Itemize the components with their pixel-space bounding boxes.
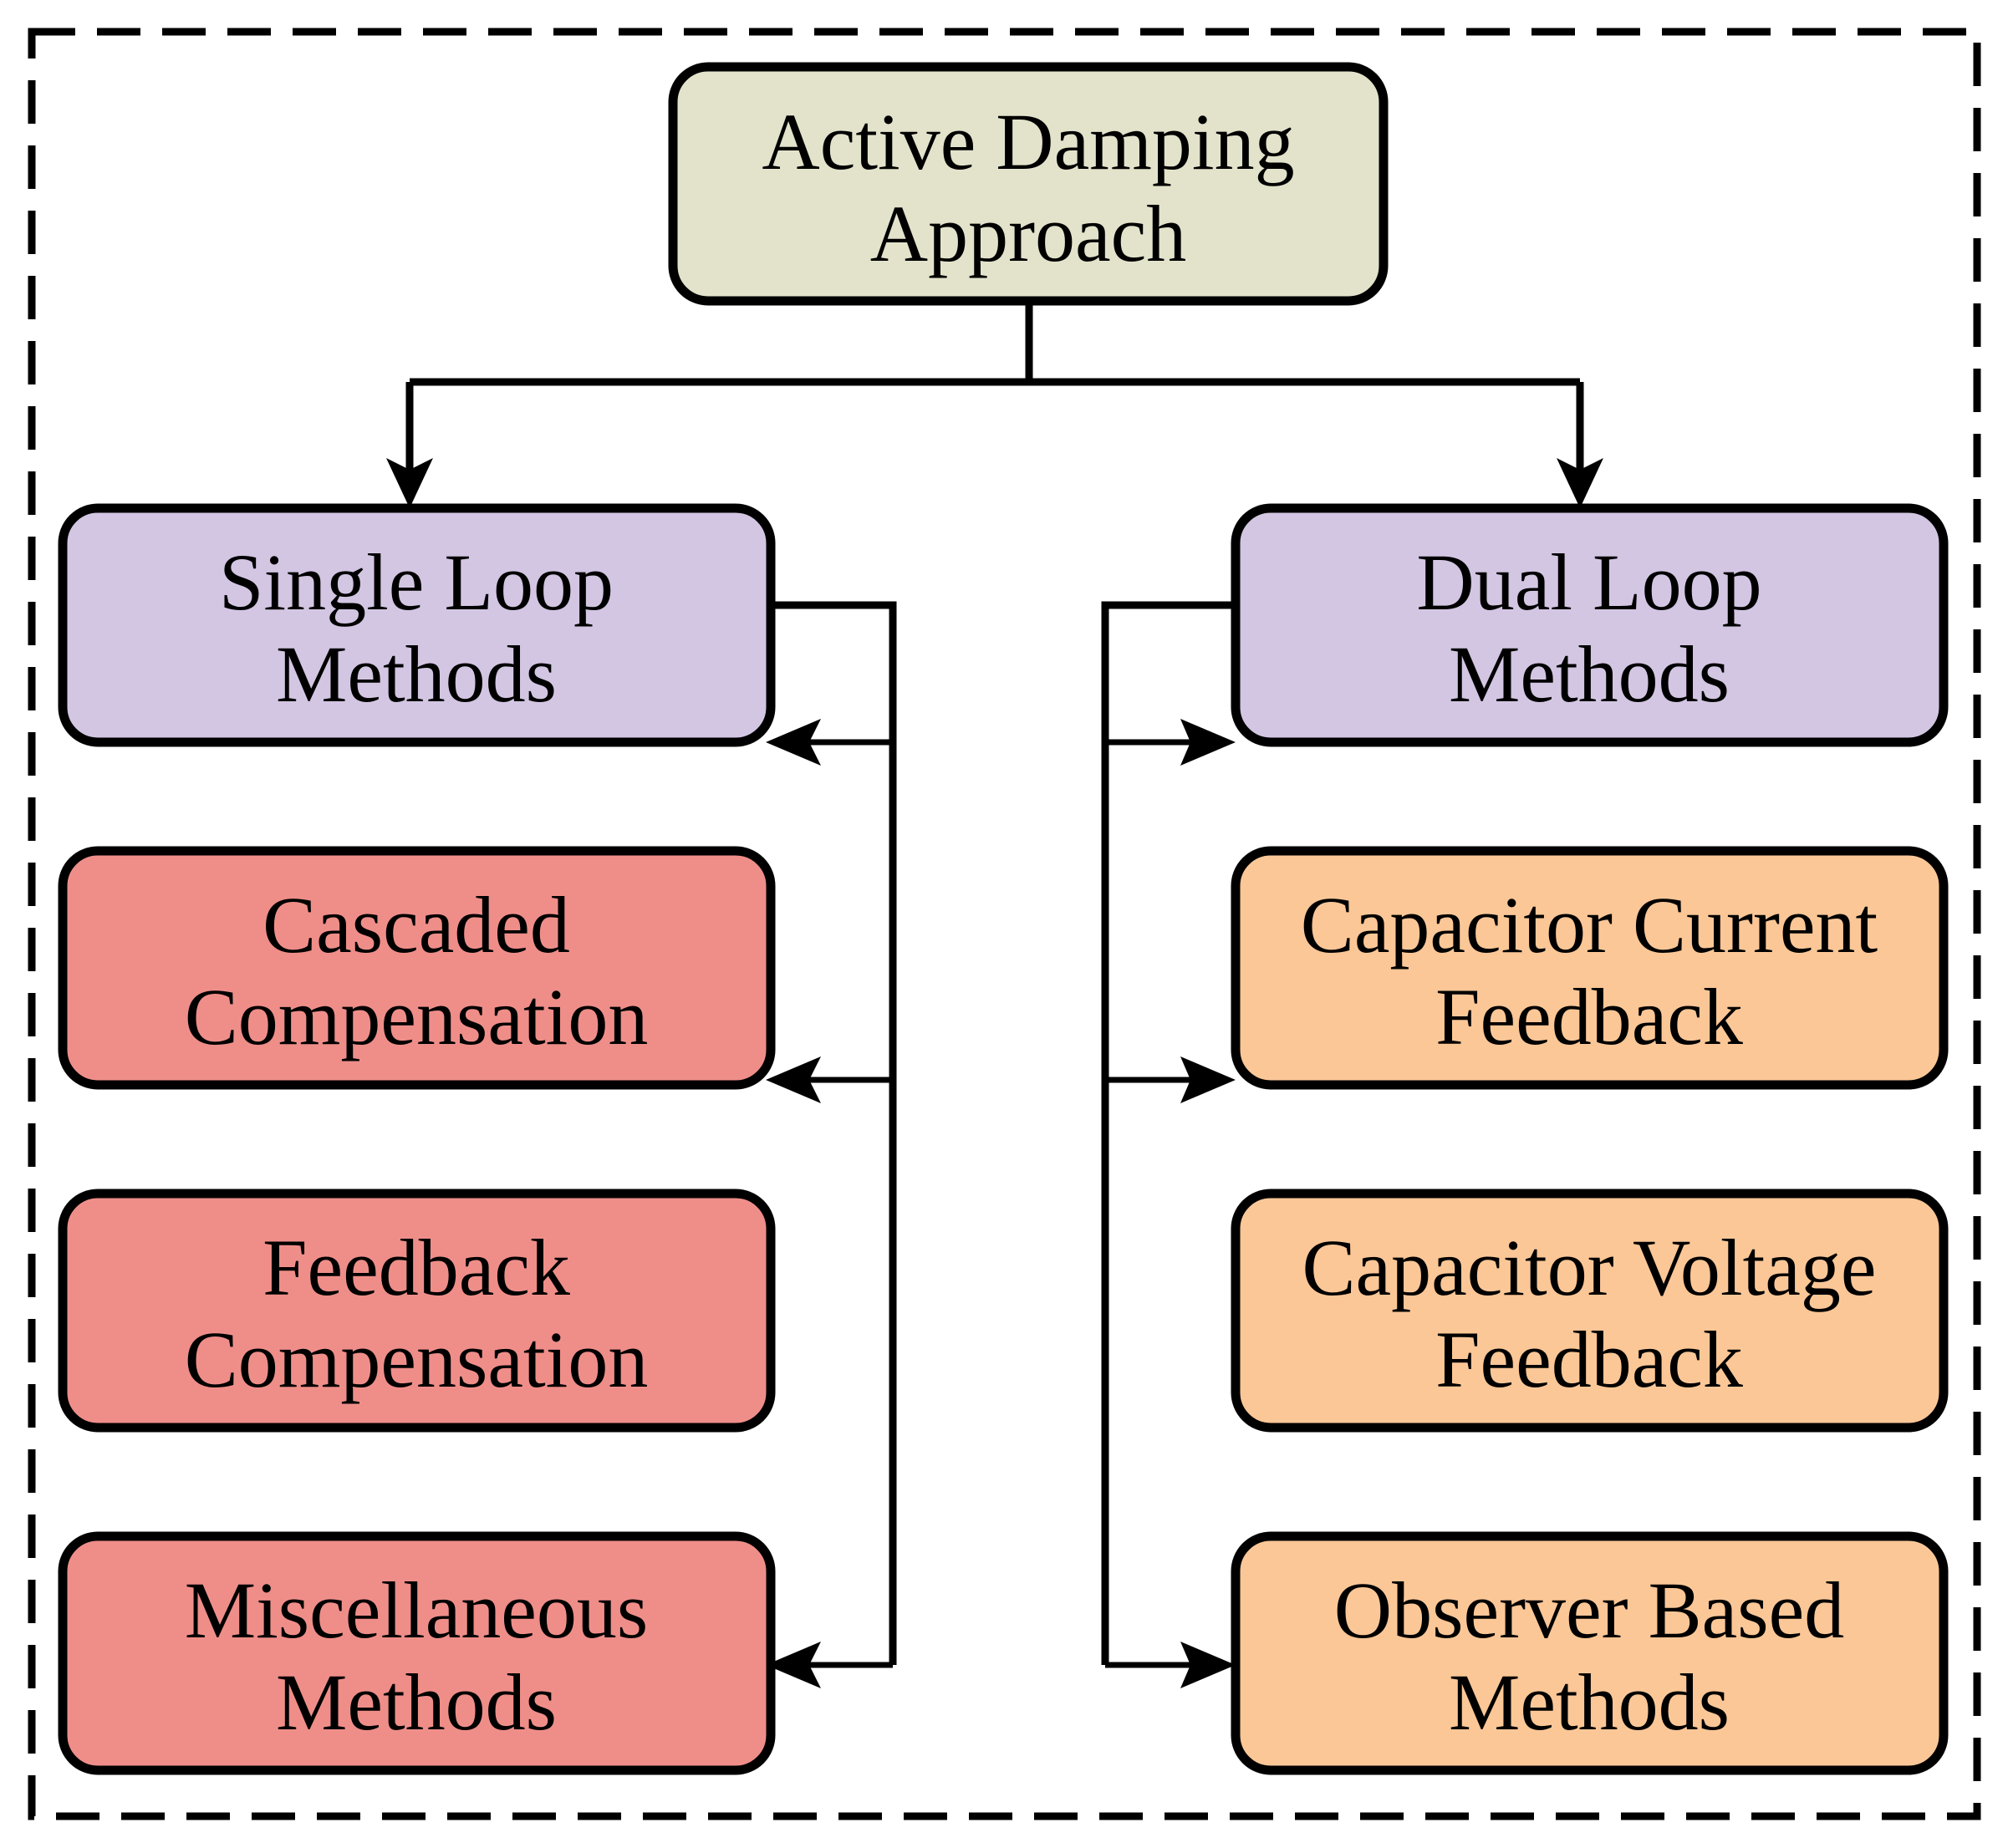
node-observer-based-methods-label-line1: Observer Based	[1334, 1565, 1844, 1655]
node-active-damping-approach-box[interactable]	[668, 62, 1389, 306]
node-capacitor-current-feedback-box[interactable]	[1231, 846, 1949, 1090]
node-capacitor-current-feedback-label-line2: Feedback	[1435, 972, 1743, 1061]
arrowhead-left-branch-3	[766, 1642, 821, 1688]
arrowhead-left-branch-2	[766, 1056, 821, 1103]
node-feedback-compensation-label-line2: Compensation	[185, 1315, 649, 1404]
edge-right-bus	[1101, 601, 1236, 1665]
node-miscellaneous-methods-label-line1: Miscellaneous	[185, 1565, 649, 1655]
arrowhead-root-to-single-loop	[386, 458, 433, 508]
arrowhead-right-branch-2	[1180, 1056, 1236, 1103]
node-capacitor-current-feedback[interactable]: Capacitor Current Feedback	[1231, 846, 1949, 1090]
node-dual-loop-methods-label-line2: Methods	[1449, 629, 1730, 719]
node-single-loop-methods-box[interactable]	[58, 503, 776, 747]
node-single-loop-methods-label-line1: Single Loop	[219, 537, 614, 627]
node-active-damping-approach-label-line2: Approach	[870, 189, 1187, 278]
node-observer-based-methods-box[interactable]	[1231, 1531, 1949, 1775]
node-cascaded-compensation-label-line1: Cascaded	[262, 880, 570, 970]
node-active-damping-approach[interactable]: Active Damping Approach	[668, 62, 1389, 306]
node-dual-loop-methods-box[interactable]	[1231, 503, 1949, 747]
node-observer-based-methods-label-line2: Methods	[1449, 1657, 1730, 1747]
node-feedback-compensation-label-line1: Feedback	[262, 1223, 570, 1312]
node-capacitor-voltage-feedback-label-line2: Feedback	[1435, 1315, 1743, 1404]
connector-layer	[386, 298, 1603, 1688]
node-single-loop-methods[interactable]: Single Loop Methods	[58, 503, 776, 747]
node-feedback-compensation-box[interactable]	[58, 1189, 776, 1433]
arrowhead-right-branch-3	[1180, 1642, 1236, 1688]
arrowhead-left-branch-1	[766, 719, 821, 766]
node-miscellaneous-methods[interactable]: Miscellaneous Methods	[58, 1531, 776, 1775]
node-observer-based-methods[interactable]: Observer Based Methods	[1231, 1531, 1949, 1775]
node-capacitor-voltage-feedback[interactable]: Capacitor Voltage Feedback	[1231, 1189, 1949, 1433]
arrowhead-right-branch-1	[1180, 719, 1236, 766]
node-capacitor-voltage-feedback-label-line1: Capacitor Voltage	[1302, 1223, 1877, 1312]
node-active-damping-approach-label-line1: Active Damping	[762, 97, 1294, 186]
node-miscellaneous-methods-box[interactable]	[58, 1531, 776, 1775]
node-dual-loop-methods[interactable]: Dual Loop Methods	[1231, 503, 1949, 747]
node-capacitor-voltage-feedback-box[interactable]	[1231, 1189, 1949, 1433]
node-cascaded-compensation-box[interactable]	[58, 846, 776, 1090]
node-cascaded-compensation-label-line2: Compensation	[185, 972, 649, 1061]
node-dual-loop-methods-label-line1: Dual Loop	[1416, 537, 1761, 627]
node-miscellaneous-methods-label-line2: Methods	[276, 1657, 557, 1747]
node-single-loop-methods-label-line2: Methods	[276, 629, 557, 719]
arrowhead-root-to-dual-loop	[1557, 458, 1603, 508]
edge-left-bus	[771, 601, 897, 1665]
node-capacitor-current-feedback-label-line1: Capacitor Current	[1301, 880, 1878, 970]
node-cascaded-compensation[interactable]: Cascaded Compensation	[58, 846, 776, 1090]
dashed-frame-border	[28, 28, 1981, 1820]
node-feedback-compensation[interactable]: Feedback Compensation	[58, 1189, 776, 1433]
